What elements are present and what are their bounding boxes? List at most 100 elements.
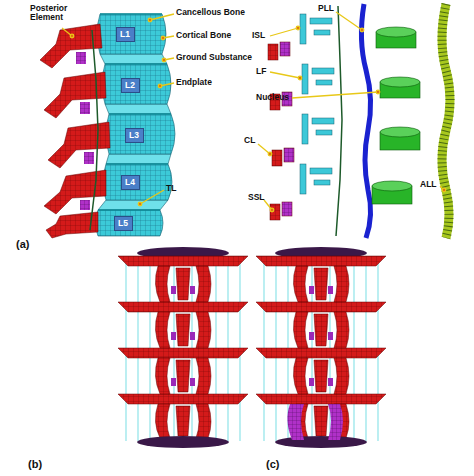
leader-lines-part	[360, 28, 364, 32]
leader-lines-part	[270, 28, 298, 36]
exploded-ligaments-part	[300, 14, 334, 194]
panel-b-model-part	[118, 247, 248, 448]
lumbar-spine-model-part-part	[106, 154, 171, 164]
exploded-ligaments-part-part	[268, 44, 278, 60]
lumbar-spine-model-part-part	[105, 63, 167, 64]
leader-lines-part	[138, 202, 142, 206]
part-label: ISL	[252, 31, 265, 40]
part-label: CL	[244, 136, 255, 145]
part-label: Cortical Bone	[176, 31, 231, 40]
leader-lines-part	[148, 18, 152, 22]
leader-lines-part	[442, 188, 446, 192]
panel-c-model	[256, 247, 386, 448]
part-label: PLL	[318, 4, 334, 13]
leader-lines-part	[336, 12, 362, 30]
exploded-ligaments-part-part	[316, 130, 332, 135]
leader-lines-part	[161, 36, 165, 40]
leader-lines-part	[292, 92, 378, 98]
exploded-ligaments-part-part	[302, 64, 308, 94]
lumbar-spine-model-part	[98, 14, 171, 210]
part-label: Cancellous Bone	[176, 8, 245, 17]
lumbar-spine-model-part-part	[103, 164, 172, 200]
vertebra-tag: L2	[121, 78, 140, 93]
leader-lines-part	[268, 152, 272, 156]
vertebra-label: L5	[118, 219, 129, 228]
panel-c-model-part	[328, 404, 343, 440]
lumbar-spine-model-part-part	[97, 14, 166, 54]
exploded-ligaments-part	[361, 4, 370, 238]
panel-c-model-part	[256, 247, 386, 448]
exploded-ligaments-part	[442, 4, 450, 238]
vertebra-tag: L3	[125, 128, 144, 143]
exploded-ligaments-part-part	[300, 164, 306, 194]
exploded-ligaments-part-part	[380, 127, 420, 137]
leader-lines-part	[162, 58, 166, 62]
panel-label: (a)	[16, 238, 29, 250]
lumbar-spine-model-part-part	[98, 209, 160, 210]
exploded-ligaments-part-part	[372, 181, 412, 191]
leader-lines-part	[150, 14, 174, 20]
vertebra-tag: L1	[116, 27, 135, 42]
lumbar-spine-model-part-part	[106, 163, 168, 164]
vertebra-tag: L4	[121, 175, 140, 190]
lumbar-spine-model-part-part	[98, 200, 168, 210]
lumbar-spine-model-part-part	[96, 210, 164, 236]
exploded-ligaments-part-part	[316, 80, 332, 85]
leader-lines-part	[270, 208, 274, 212]
lumbar-spine-model-part-part	[109, 113, 171, 114]
exploded-ligaments-part-part	[310, 168, 332, 174]
panel-label: (c)	[266, 458, 279, 470]
part-label: Nucleus	[256, 93, 289, 102]
part-label: Ground Substance	[176, 53, 252, 62]
lumbar-spine-model-part-part	[106, 114, 175, 154]
vertebra-label: L4	[125, 178, 136, 187]
exploded-ligaments-part-part	[314, 180, 330, 185]
leader-lines-part	[376, 90, 380, 94]
part-label: Endplate	[176, 78, 212, 87]
leader-lines-part	[158, 84, 162, 88]
vertebra-tag: L5	[114, 216, 133, 231]
lumbar-spine-model-part	[90, 30, 98, 230]
vertebra-label: L1	[120, 30, 131, 39]
exploded-ligaments-part-part	[270, 204, 280, 220]
exploded-ligaments	[268, 4, 450, 238]
lumbar-spine-model-part-part	[105, 104, 171, 114]
part-label: SSL	[248, 193, 265, 202]
exploded-ligaments-part-part	[300, 14, 306, 44]
lumbar-spine-model-part	[76, 52, 94, 210]
lumbar-spine-model-part-part	[48, 122, 110, 168]
part-label: ALL	[420, 180, 437, 189]
leader-lines-part	[296, 26, 300, 30]
vertebra-label: L2	[125, 81, 136, 90]
exploded-ligaments-part-part	[376, 27, 416, 37]
part-label: TL	[166, 184, 176, 193]
exploded-ligaments-part	[442, 4, 450, 238]
exploded-ligaments-part-part	[310, 18, 332, 24]
exploded-ligaments-part-part	[312, 68, 334, 74]
exploded-ligaments-part-part	[284, 148, 294, 162]
lumbar-spine-model	[40, 14, 175, 238]
lumbar-spine-model-part-part	[100, 54, 167, 64]
leader-lines-part	[140, 190, 164, 204]
exploded-ligaments-part-part	[272, 150, 282, 166]
part-label: Posterior Element	[30, 4, 86, 23]
lumbar-spine-model-part-part	[76, 52, 86, 64]
leader-lines-part	[270, 72, 300, 78]
vertebra-label: L3	[129, 131, 140, 140]
exploded-ligaments-part-part	[280, 42, 290, 56]
exploded-ligaments-part	[268, 42, 294, 220]
lumbar-spine-model-part-part	[100, 13, 162, 14]
exploded-ligaments-part-part	[312, 118, 334, 124]
exploded-ligaments-part	[336, 6, 342, 236]
lumbar-spine-model-part	[40, 24, 110, 238]
panel-c-model-part	[287, 404, 304, 440]
leader-lines-part	[70, 34, 74, 38]
lumbar-spine-model-part-part	[102, 64, 171, 104]
exploded-ligaments-part-part	[302, 114, 308, 144]
part-label: LF	[256, 67, 266, 76]
leader-lines	[62, 12, 446, 212]
panel-label: (b)	[28, 458, 42, 470]
lumbar-spine-model-part-part	[80, 102, 90, 114]
